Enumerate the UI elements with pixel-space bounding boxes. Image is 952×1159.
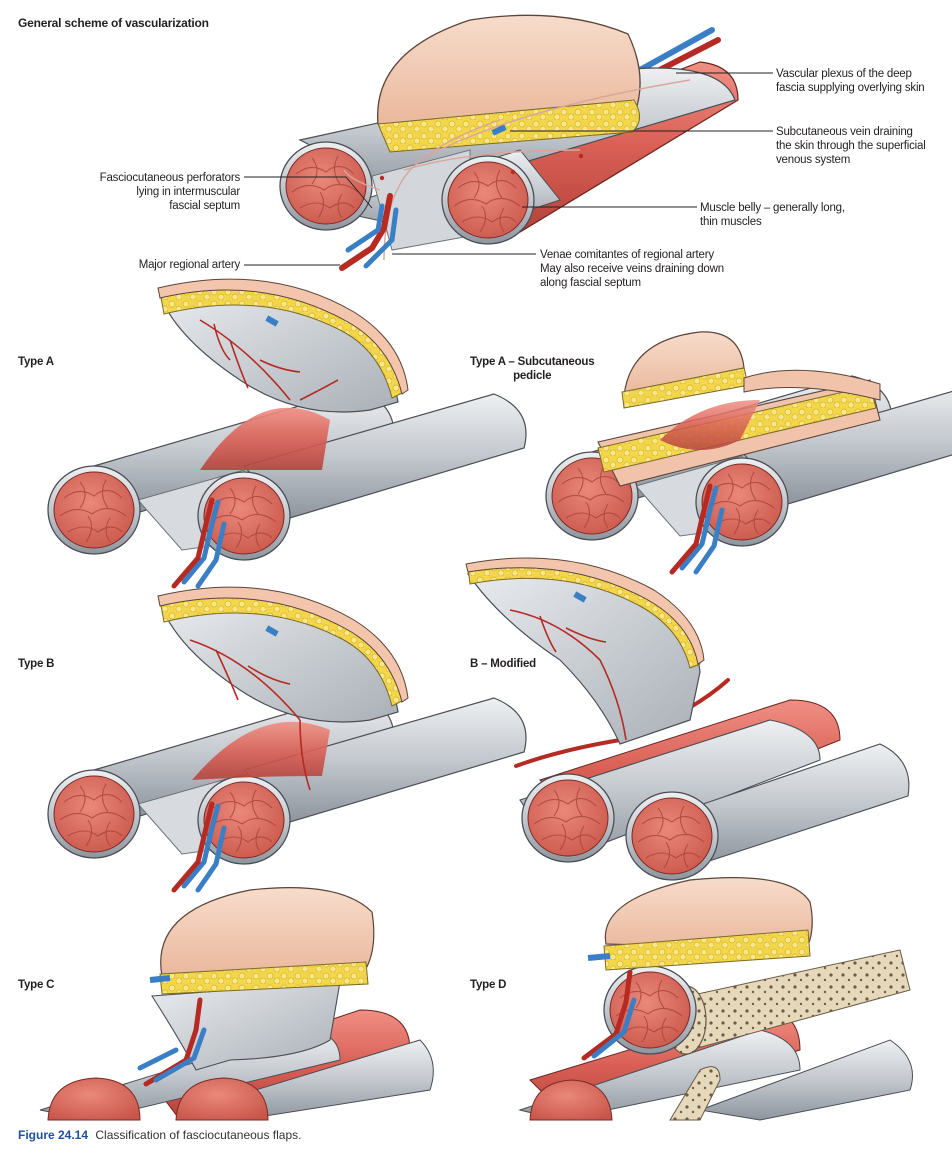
type-c-drawing [39,887,434,1121]
general-scheme-drawing [279,14,739,271]
panel-label-b-modified: B – Modified [470,658,536,670]
figure-caption: Figure 24.14 Classification of fasciocut… [18,1128,301,1142]
label-line: the skin through the superficial [776,140,926,152]
panel-label-type-a-subcutaneous: Type A – Subcutaneous pedicle [470,355,595,383]
caption-number: Figure 24.14 [18,1128,89,1142]
label-line: along fascial septum [540,277,641,289]
label-muscle-belly: Muscle belly – generally long, thin musc… [700,201,845,229]
b-modified-drawing [465,557,910,881]
label-line: Venae comitantes of regional artery [540,249,714,261]
type-b-drawing [48,586,526,890]
label-line: Type A – Subcutaneous [470,356,595,368]
label-line: thin muscles [700,216,762,228]
panel-label-type-b: Type B [18,658,55,670]
label-venae-comitantes: Venae comitantes of regional artery May … [540,248,724,290]
label-line: Subcutaneous vein draining [776,126,913,138]
label-line: pedicle [513,370,552,382]
label-line: Muscle belly – generally long, [700,202,845,214]
caption-text: Classification of fasciocutaneous flaps. [95,1128,302,1142]
label-vascular-plexus: Vascular plexus of the deep fascia suppl… [776,67,925,95]
label-line: lying in intermuscular [136,186,240,198]
type-a-subcutaneous-drawing [546,331,952,572]
label-line: Fasciocutaneous perforators [99,172,241,184]
figure-title: General scheme of vascularization [18,16,209,30]
leader-lines [244,72,773,266]
label-line: fascia supplying overlying skin [776,82,925,94]
label-perforators: Fasciocutaneous perforators lying in int… [99,171,241,213]
panel-label-type-d: Type D [470,979,507,991]
label-line: venous system [776,154,851,166]
label-line: May also receive veins draining down [540,263,724,275]
label-line: Vascular plexus of the deep [776,68,912,80]
label-line: fascial septum [169,200,240,212]
type-d-drawing [518,877,913,1121]
panel-label-type-c: Type C [18,979,55,991]
panel-label-type-a: Type A [18,356,54,368]
label-subcutaneous-vein: Subcutaneous vein draining the skin thro… [776,125,926,167]
type-a-drawing [48,278,526,586]
label-major-artery: Major regional artery [138,259,240,271]
